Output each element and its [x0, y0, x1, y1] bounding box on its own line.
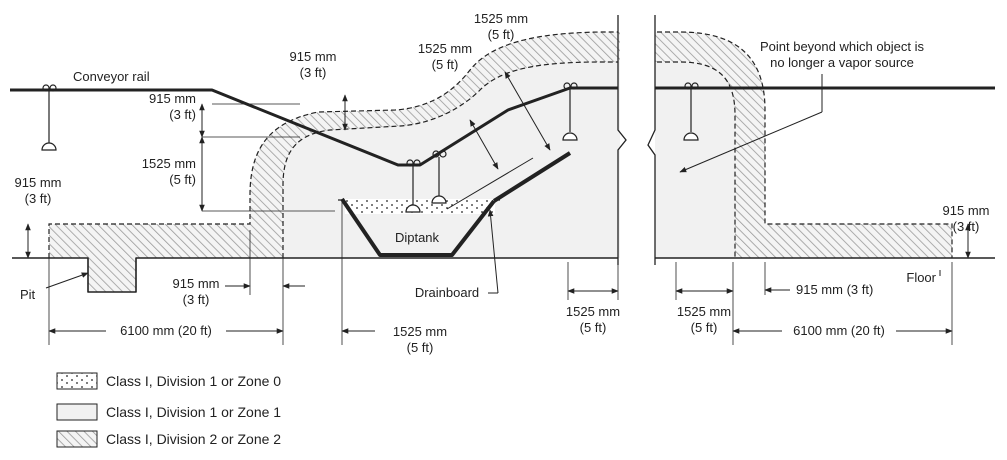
dim-915-right-ft: (3 ft)	[953, 219, 980, 234]
break-lines	[617, 15, 656, 265]
dim-915-right-floor: 915 mm (3 ft)	[796, 282, 873, 297]
legend-swatch-zone0	[56, 372, 98, 390]
dim-6100-left-text: 6100 mm (20 ft)	[120, 323, 212, 338]
legend-swatch-zone1	[56, 403, 98, 421]
vapor-source-label-line1: Point beyond which object is	[760, 39, 925, 54]
dim-1525-left-mm: 1525 mm	[142, 156, 196, 171]
vapor-source-label-line2: no longer a vapor source	[770, 55, 914, 70]
zone2-boundary-left	[48, 31, 618, 258]
dim-915-floor-ft: (3 ft)	[183, 292, 210, 307]
hanger-top	[562, 82, 578, 141]
dim-915-pit-mm: 915 mm	[15, 175, 62, 190]
diptank-label: Diptank	[395, 230, 440, 245]
legend: Class I, Division 1 or Zone 0 Class I, D…	[56, 372, 281, 448]
dim-1525-top-mm: 1525 mm	[474, 11, 528, 26]
zone1-region-right	[655, 62, 735, 258]
dim-6100-right-gap	[782, 323, 896, 339]
hanger-rising	[431, 150, 447, 204]
dim-1525-tank-mm: 1525 mm	[393, 324, 447, 339]
floor-line	[12, 257, 995, 293]
dim-915-pit-ft: (3 ft)	[25, 191, 52, 206]
dim-1525-tank-ft: (5 ft)	[407, 340, 434, 355]
legend-label-zone2: Class I, Division 2 or Zone 2	[106, 431, 281, 447]
hanger-dipping	[405, 159, 421, 213]
conveyor-rail-label: Conveyor rail	[73, 69, 150, 84]
dim-915-top-mm: 915 mm	[290, 49, 337, 64]
dim-1525-right-b-ft: (5 ft)	[691, 320, 718, 335]
hanger-right	[683, 82, 699, 141]
diptank	[340, 197, 496, 257]
dim-1525-mid-mm: 1525 mm	[418, 41, 472, 56]
dim-915-floor-mm: 915 mm	[173, 276, 220, 291]
pit-label: Pit	[20, 287, 36, 302]
dim-1525-right-b-mm: 1525 mm	[677, 304, 731, 319]
dim-915-left-mm: 915 mm	[149, 91, 196, 106]
dim-6100-left-gap	[106, 323, 226, 339]
drainboard	[492, 151, 572, 203]
legend-swatch-zone2	[56, 430, 98, 448]
hanger-left	[41, 84, 57, 151]
dim-915-right-mm: 915 mm	[943, 203, 990, 218]
zone2-boundary-right	[657, 31, 953, 258]
dim-915-top-ft: (3 ft)	[300, 65, 327, 80]
dim-1525-right-a-ft: (5 ft)	[580, 320, 607, 335]
legend-label-zone0: Class I, Division 1 or Zone 0	[106, 373, 281, 389]
dim-1525-mid-ft: (5 ft)	[432, 57, 459, 72]
zone1-boundary-right	[657, 61, 736, 258]
dim-1525-top-ft: (5 ft)	[488, 27, 515, 42]
floor-label: Floor	[906, 270, 936, 285]
dim-915-left-ft: (3 ft)	[169, 107, 196, 122]
dim-6100-right: 6100 mm (20 ft)	[793, 323, 885, 338]
zone1-boundary-left	[282, 61, 618, 258]
dim-1525-right-a-mm: 1525 mm	[566, 304, 620, 319]
conveyor-rail	[10, 86, 618, 167]
legend-label-zone1: Class I, Division 1 or Zone 1	[106, 404, 281, 420]
dim-1525-left-ft: (5 ft)	[169, 172, 196, 187]
drainboard-label: Drainboard	[415, 285, 479, 300]
